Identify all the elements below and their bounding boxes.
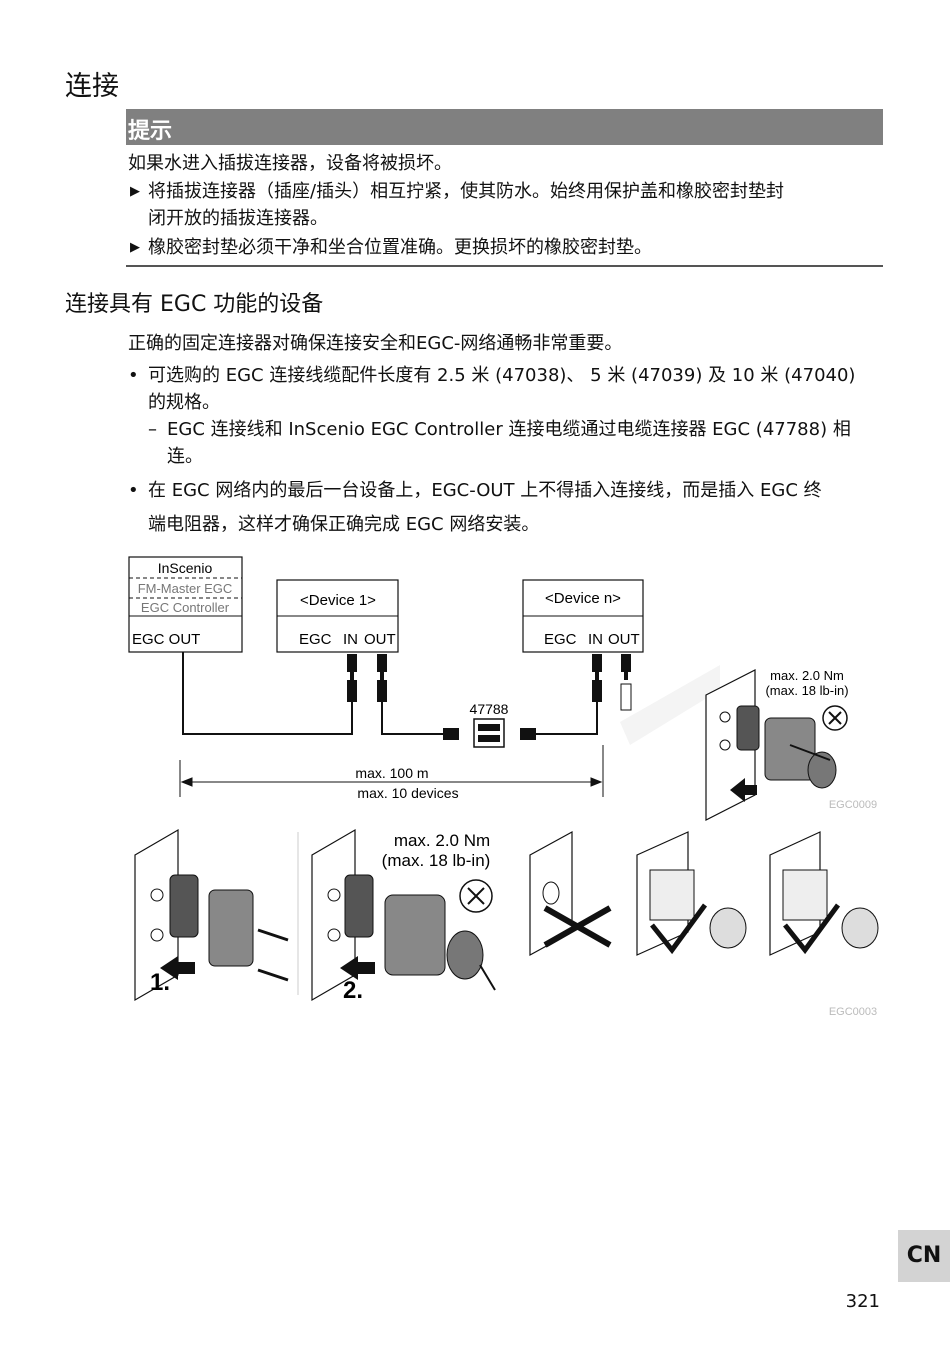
language-tab-label: CN [906,1243,942,1268]
device-1-box: <Device 1> EGC IN OUT [276,579,399,653]
cross-mark-icon [543,905,612,948]
section-title: 连接具有 EGC 功能的设备 [65,292,324,317]
step-2-illustration [311,828,496,1002]
triangle-bullet-icon: ▶ [130,240,140,255]
egc-cable [182,652,598,735]
bullet-1-line2: 的规格。 [148,392,220,413]
torque-label-2: max. 2.0 Nm [394,831,490,850]
notice-header-bar [126,109,883,145]
bullet-dot-icon: • [128,365,139,386]
device-1-port-out: OUT [364,631,396,648]
connector-code: 47788 [470,701,509,717]
device-n-title: <Device n> [545,590,621,607]
controller-line3: EGC Controller [141,600,230,615]
controller-port: EGC OUT [132,631,200,648]
max-distance-label: max. 100 m [355,765,428,781]
device-n-port-egc: EGC [544,631,577,648]
bullet-2-line2: 端电阻器，这样才确保正确完成 EGC 网络安装。 [148,514,540,535]
page-number: 321 [845,1291,880,1312]
figure-code-2: EGC0003 [829,1006,877,1018]
bullet-dot-icon: • [128,480,139,501]
dash-bullet-icon: – [148,419,157,440]
device-1-port-egc: EGC [299,631,332,648]
page-heading: 连接 [65,71,119,102]
notice-item-1-line1: 将插拔连接器（插座/插头）相互拧紧，使其防水。始终用保护盖和橡胶密封垫封 [148,181,785,202]
device-1-title: <Device 1> [300,592,376,609]
notice-item-1-line2: 闭开放的插拔连接器。 [148,208,328,229]
figure-code-1: EGC0009 [829,799,877,811]
correct-mount-illustration-2 [769,831,879,956]
notice-intro: 如果水进入插拔连接器，设备将被损坏。 [128,153,452,174]
controller-title: InScenio [158,560,213,576]
bullet-2-line1: 在 EGC 网络内的最后一台设备上，EGC-OUT 上不得插入连接线，而是插入 … [148,480,822,501]
distance-arrow [179,745,604,797]
connector-mount-illustration [620,665,848,821]
correct-mount-illustration-1 [636,831,747,956]
notice-title: 提示 [128,119,173,144]
controller-line2: FM-Master EGC [138,581,233,596]
sub-item-line1: EGC 连接线和 InScenio EGC Controller 连接电缆通过电… [167,419,851,440]
step-1-illustration [134,828,289,1002]
notice-bottom-rule [126,265,883,267]
device-n-port-in: IN [588,631,603,648]
torque-label-1: max. 2.0 Nm [770,668,844,683]
device-n-box: <Device n> EGC IN OUT [522,579,644,653]
sub-item-line2: 连。 [167,446,203,467]
cable-connector-icon [443,718,536,748]
check-mark-icon [783,903,841,955]
step-1-label: 1. [150,969,170,996]
step-2-label: 2. [343,977,363,1004]
torque-label-2b: (max. 18 lb-in) [382,851,491,870]
max-devices-label: max. 10 devices [357,785,458,801]
torque-label-1b: (max. 18 lb-in) [765,683,848,698]
section-lead: 正确的固定连接器对确保连接安全和EGC-网络通畅非常重要。 [128,333,623,354]
check-mark-icon [650,903,708,955]
wrong-mount-illustration [529,830,612,957]
device-n-port-out: OUT [608,631,640,648]
notice-item-2-line1: 橡胶密封垫必须干净和坐合位置准确。更换损坏的橡胶密封垫。 [148,237,652,258]
triangle-bullet-icon: ▶ [130,184,140,199]
terminator-icon [620,683,632,711]
bullet-1-line1: 可选购的 EGC 连接线缆配件长度有 2.5 米 (47038)、 5 米 (4… [148,365,856,386]
plug-icon [347,654,631,702]
controller-box: InScenio FM-Master EGC EGC Controller EG… [128,556,243,653]
device-1-port-in: IN [343,631,358,648]
language-tab [898,1230,950,1282]
